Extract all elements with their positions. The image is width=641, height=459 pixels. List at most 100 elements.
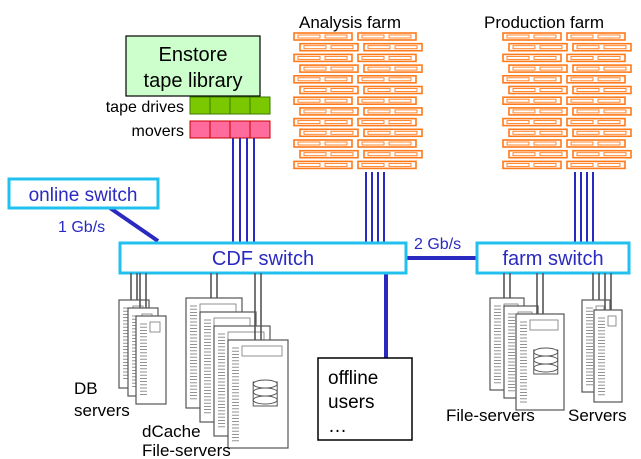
offline-users: offline users … — [317, 357, 413, 441]
file-servers-label: File-servers — [446, 406, 535, 425]
enstore-label-line2: tape library — [144, 70, 243, 92]
farm-node — [299, 128, 359, 138]
production-farm-label: Production farm — [484, 13, 604, 32]
farm-node — [363, 85, 423, 95]
tape-drives-label: tape drives — [106, 99, 184, 116]
file-server — [227, 273, 289, 449]
farm-node — [357, 139, 417, 148]
farm-node — [293, 53, 353, 63]
server-stacks — [118, 273, 623, 449]
enstore-label-line1: Enstore — [159, 44, 228, 66]
farm-node — [299, 64, 359, 73]
farm-link-speed: 2 Gb/s — [414, 236, 461, 253]
dcache-label-line2: File-servers — [142, 441, 231, 459]
farm-node — [299, 85, 359, 95]
enstore-box — [125, 35, 261, 97]
farm-node — [357, 117, 417, 127]
analysis-farm-uplinks — [365, 172, 385, 243]
farm-node — [572, 64, 632, 73]
online-switch-label: online switch — [29, 185, 138, 206]
movers: movers — [132, 120, 271, 140]
farm-node — [357, 53, 417, 63]
farm-node — [508, 107, 568, 116]
disk-stack-icon — [252, 379, 278, 407]
online-to-cdf-link — [108, 206, 160, 243]
farm-node — [357, 32, 417, 41]
links: 1 Gb/s 2 Gb/s — [58, 206, 477, 358]
farm-node — [299, 149, 359, 159]
dcache-label: dCache File-servers — [142, 422, 231, 459]
server — [135, 315, 167, 405]
farm-node — [363, 64, 423, 73]
farm-node — [357, 75, 417, 84]
farm-node — [572, 149, 632, 159]
farm-node — [566, 75, 626, 84]
db-servers-label: DB servers — [74, 379, 130, 420]
farm-node — [363, 107, 423, 116]
farm-node — [508, 85, 568, 95]
farm-node — [299, 107, 359, 116]
offline-label-line3: … — [328, 416, 347, 437]
farm-node — [293, 96, 353, 105]
farm-node — [293, 75, 353, 84]
farm-node — [572, 128, 632, 138]
farm-node — [357, 160, 417, 170]
farm-node — [566, 160, 626, 170]
farm-node — [502, 32, 562, 41]
farm-node — [363, 128, 423, 138]
offline-label-line2: users — [328, 392, 374, 413]
farm-node — [508, 42, 568, 52]
farm-node — [357, 96, 417, 105]
farm-node — [293, 32, 353, 41]
dcache-label-line1: dCache — [142, 422, 201, 441]
cdf-switch: CDF switch — [118, 241, 408, 275]
farm-switch: farm switch — [475, 241, 631, 275]
farm-node — [502, 53, 562, 63]
farm-node — [572, 85, 632, 95]
farm-node — [502, 160, 562, 170]
enstore-uplinks — [232, 138, 255, 243]
online-switch-box — [7, 177, 160, 210]
farm-node — [363, 42, 423, 52]
servers-label: Servers — [568, 406, 627, 425]
analysis-farm: Analysis farm — [293, 13, 423, 243]
farm-node — [502, 117, 562, 127]
online-switch: online switch — [7, 177, 160, 210]
analysis-farm-rack — [293, 32, 423, 170]
cdf-switch-label: CDF switch — [212, 248, 314, 270]
db-label-line2: servers — [74, 401, 130, 420]
farm-node — [293, 117, 353, 127]
server — [593, 273, 623, 403]
farm-node — [363, 149, 423, 159]
farm-node — [566, 96, 626, 105]
farm-node — [508, 64, 568, 73]
farm-node — [566, 53, 626, 63]
farm-node — [502, 96, 562, 105]
cdf-switch-box — [118, 241, 408, 275]
movers-label: movers — [132, 123, 184, 140]
farm-node — [502, 139, 562, 148]
production-farm-rack — [502, 32, 632, 170]
disk-stack-icon — [533, 347, 559, 375]
production-farm-uplinks — [574, 172, 594, 243]
offline-label-line1: offline — [328, 368, 378, 389]
enstore-tape-library: Enstore tape library tape drives movers — [106, 35, 271, 243]
farm-switch-box — [475, 241, 631, 275]
file-server — [515, 273, 565, 411]
analysis-farm-label: Analysis farm — [299, 13, 401, 32]
farm-switch-label: farm switch — [502, 248, 603, 270]
tape-drives: tape drives — [106, 96, 271, 116]
farm-node — [293, 160, 353, 170]
farm-node — [572, 107, 632, 116]
farm-node — [572, 42, 632, 52]
db-label-line1: DB — [74, 379, 98, 398]
farm-node — [566, 139, 626, 148]
production-farm: Production farm — [484, 13, 632, 243]
farm-node — [502, 75, 562, 84]
farm-node — [566, 32, 626, 41]
farm-node — [293, 139, 353, 148]
offline-users-box — [317, 357, 413, 441]
farm-node — [299, 42, 359, 52]
farm-node — [508, 128, 568, 138]
